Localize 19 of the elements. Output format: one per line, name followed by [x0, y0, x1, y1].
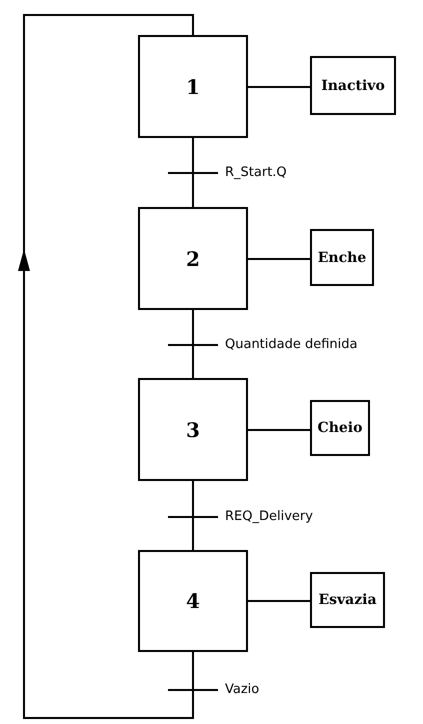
- step-number: 3: [186, 418, 200, 442]
- action-name: Inactivo: [321, 78, 385, 94]
- action-box: [310, 572, 385, 628]
- transition-condition: REQ_Delivery: [224, 509, 314, 524]
- step-number: 1: [186, 74, 200, 98]
- action-box: [310, 229, 374, 286]
- transition-condition: Quantidade definida: [224, 337, 358, 352]
- step-box: [138, 550, 248, 652]
- step-number: 4: [186, 589, 200, 613]
- transition-condition: R_Start.Q: [224, 165, 288, 180]
- action-name: Esvazia: [318, 592, 377, 608]
- action-name: Cheio: [318, 420, 362, 436]
- step-number: 2: [186, 246, 200, 270]
- step-box: [138, 35, 248, 138]
- action-box: [310, 400, 370, 456]
- action-name: Enche: [318, 250, 366, 266]
- step-box: [138, 378, 248, 481]
- step-box: [138, 207, 248, 310]
- action-box: [310, 56, 396, 115]
